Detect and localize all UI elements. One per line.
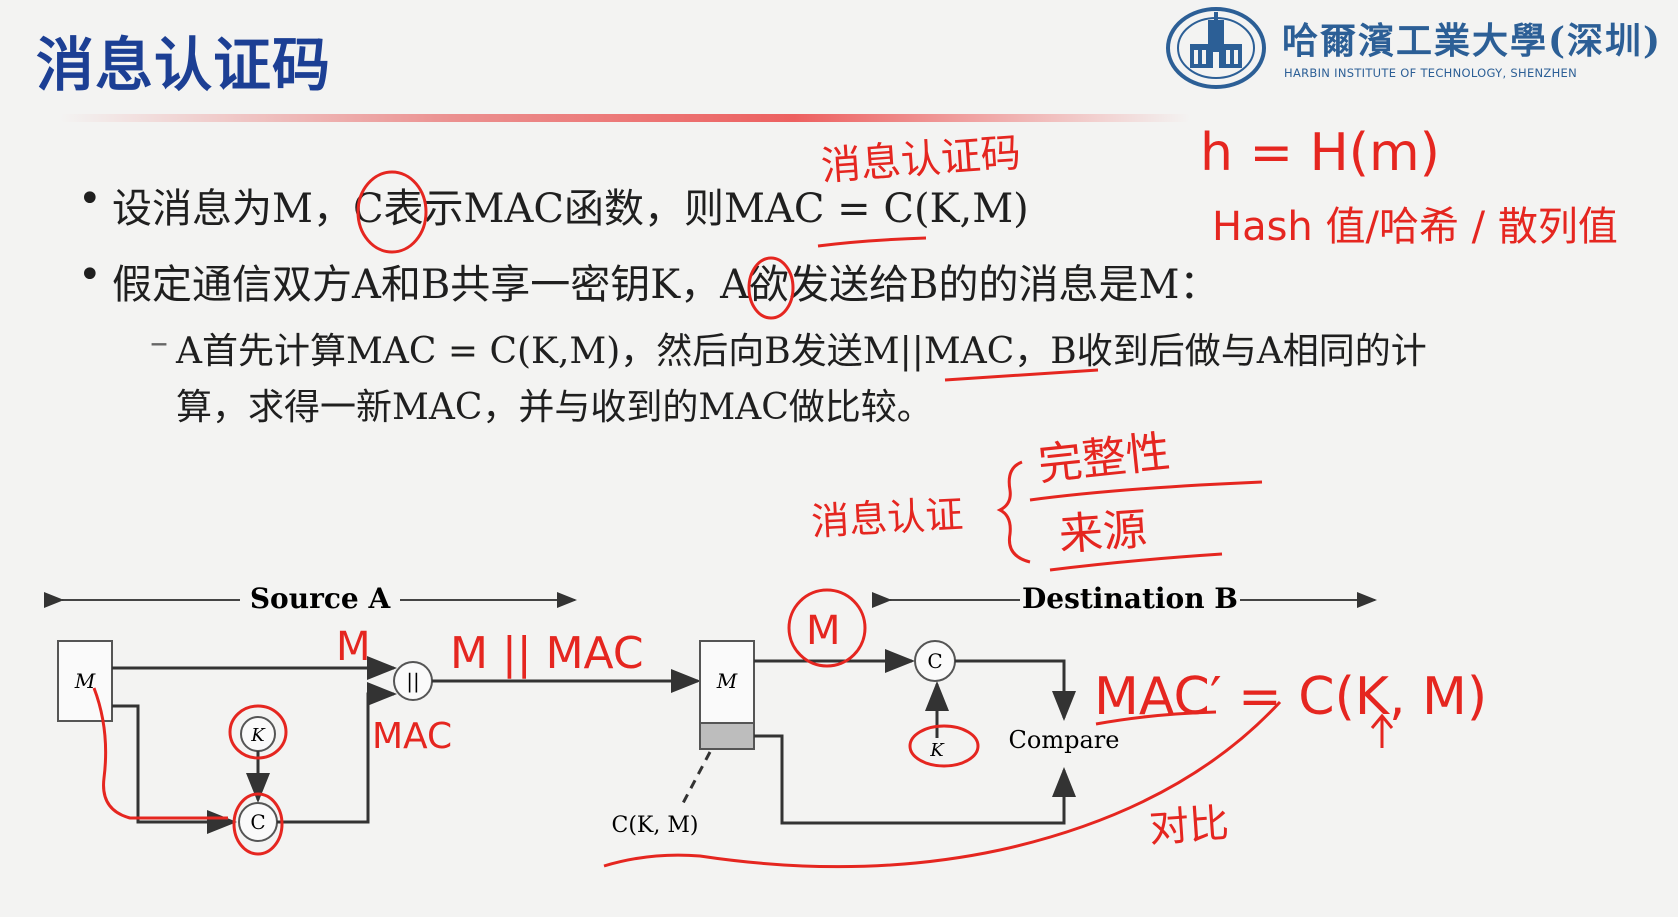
bullet-2: • 假定通信双方A和B共享一密钥K，A欲发送给B的的消息是M： [78,252,1220,310]
logo-name-en: HARBIN INSTITUTE OF TECHNOLOGY, SHENZHEN [1284,66,1578,80]
destination-b-label: Destination B [1022,582,1238,615]
dest-mac-box [699,722,755,750]
sub-bullet: – A首先计算MAC = C(K,M)，然后向B发送M||MAC，B收到后做与A… [150,322,1427,430]
dest-k-label: K [929,740,945,761]
sub-bullet-dash: – [150,322,168,363]
ckm-label: C(K, M) [612,813,699,838]
bullet-1-text: 设消息为M，C表示MAC函数，则MAC = C(K,M) [112,186,1029,232]
bullet-2-text: 假定通信双方A和B共享一密钥K，A欲发送给B的的消息是M： [112,262,1220,308]
source-k-label: K [250,725,266,746]
source-a-range: Source A [44,582,577,615]
sub-bullet-line-1: A首先计算MAC = C(K,M)，然后向B发送M||MAC，B收到后做与A相同… [176,331,1427,372]
destination-b-range: Destination B [872,582,1377,615]
compare-label: Compare [1009,726,1120,754]
bullet-dot: • [78,252,102,298]
concat-label: || [406,669,419,694]
source-a-label: Source A [250,582,392,615]
source-m-label: M [74,669,96,693]
logo-name-cn: 哈爾濱工業大學(深圳) [1282,20,1663,62]
dest-m-label: M [716,669,738,693]
sub-bullet-line-2: 算，求得一新MAC，并与收到的MAC做比较。 [176,387,933,428]
bullet-1: • 设消息为M，C表示MAC函数，则MAC = C(K,M) [78,176,1029,234]
dest-c-label: C [927,649,942,673]
university-logo: 哈爾濱工業大學(深圳) HARBIN INSTITUTE OF TECHNOLO… [1160,6,1660,90]
bullet-dot: • [78,176,102,222]
source-c-label: C [250,810,265,834]
title-underline [60,114,1190,122]
slide-title: 消息认证码 [36,31,332,99]
university-emblem-icon [1166,7,1266,89]
